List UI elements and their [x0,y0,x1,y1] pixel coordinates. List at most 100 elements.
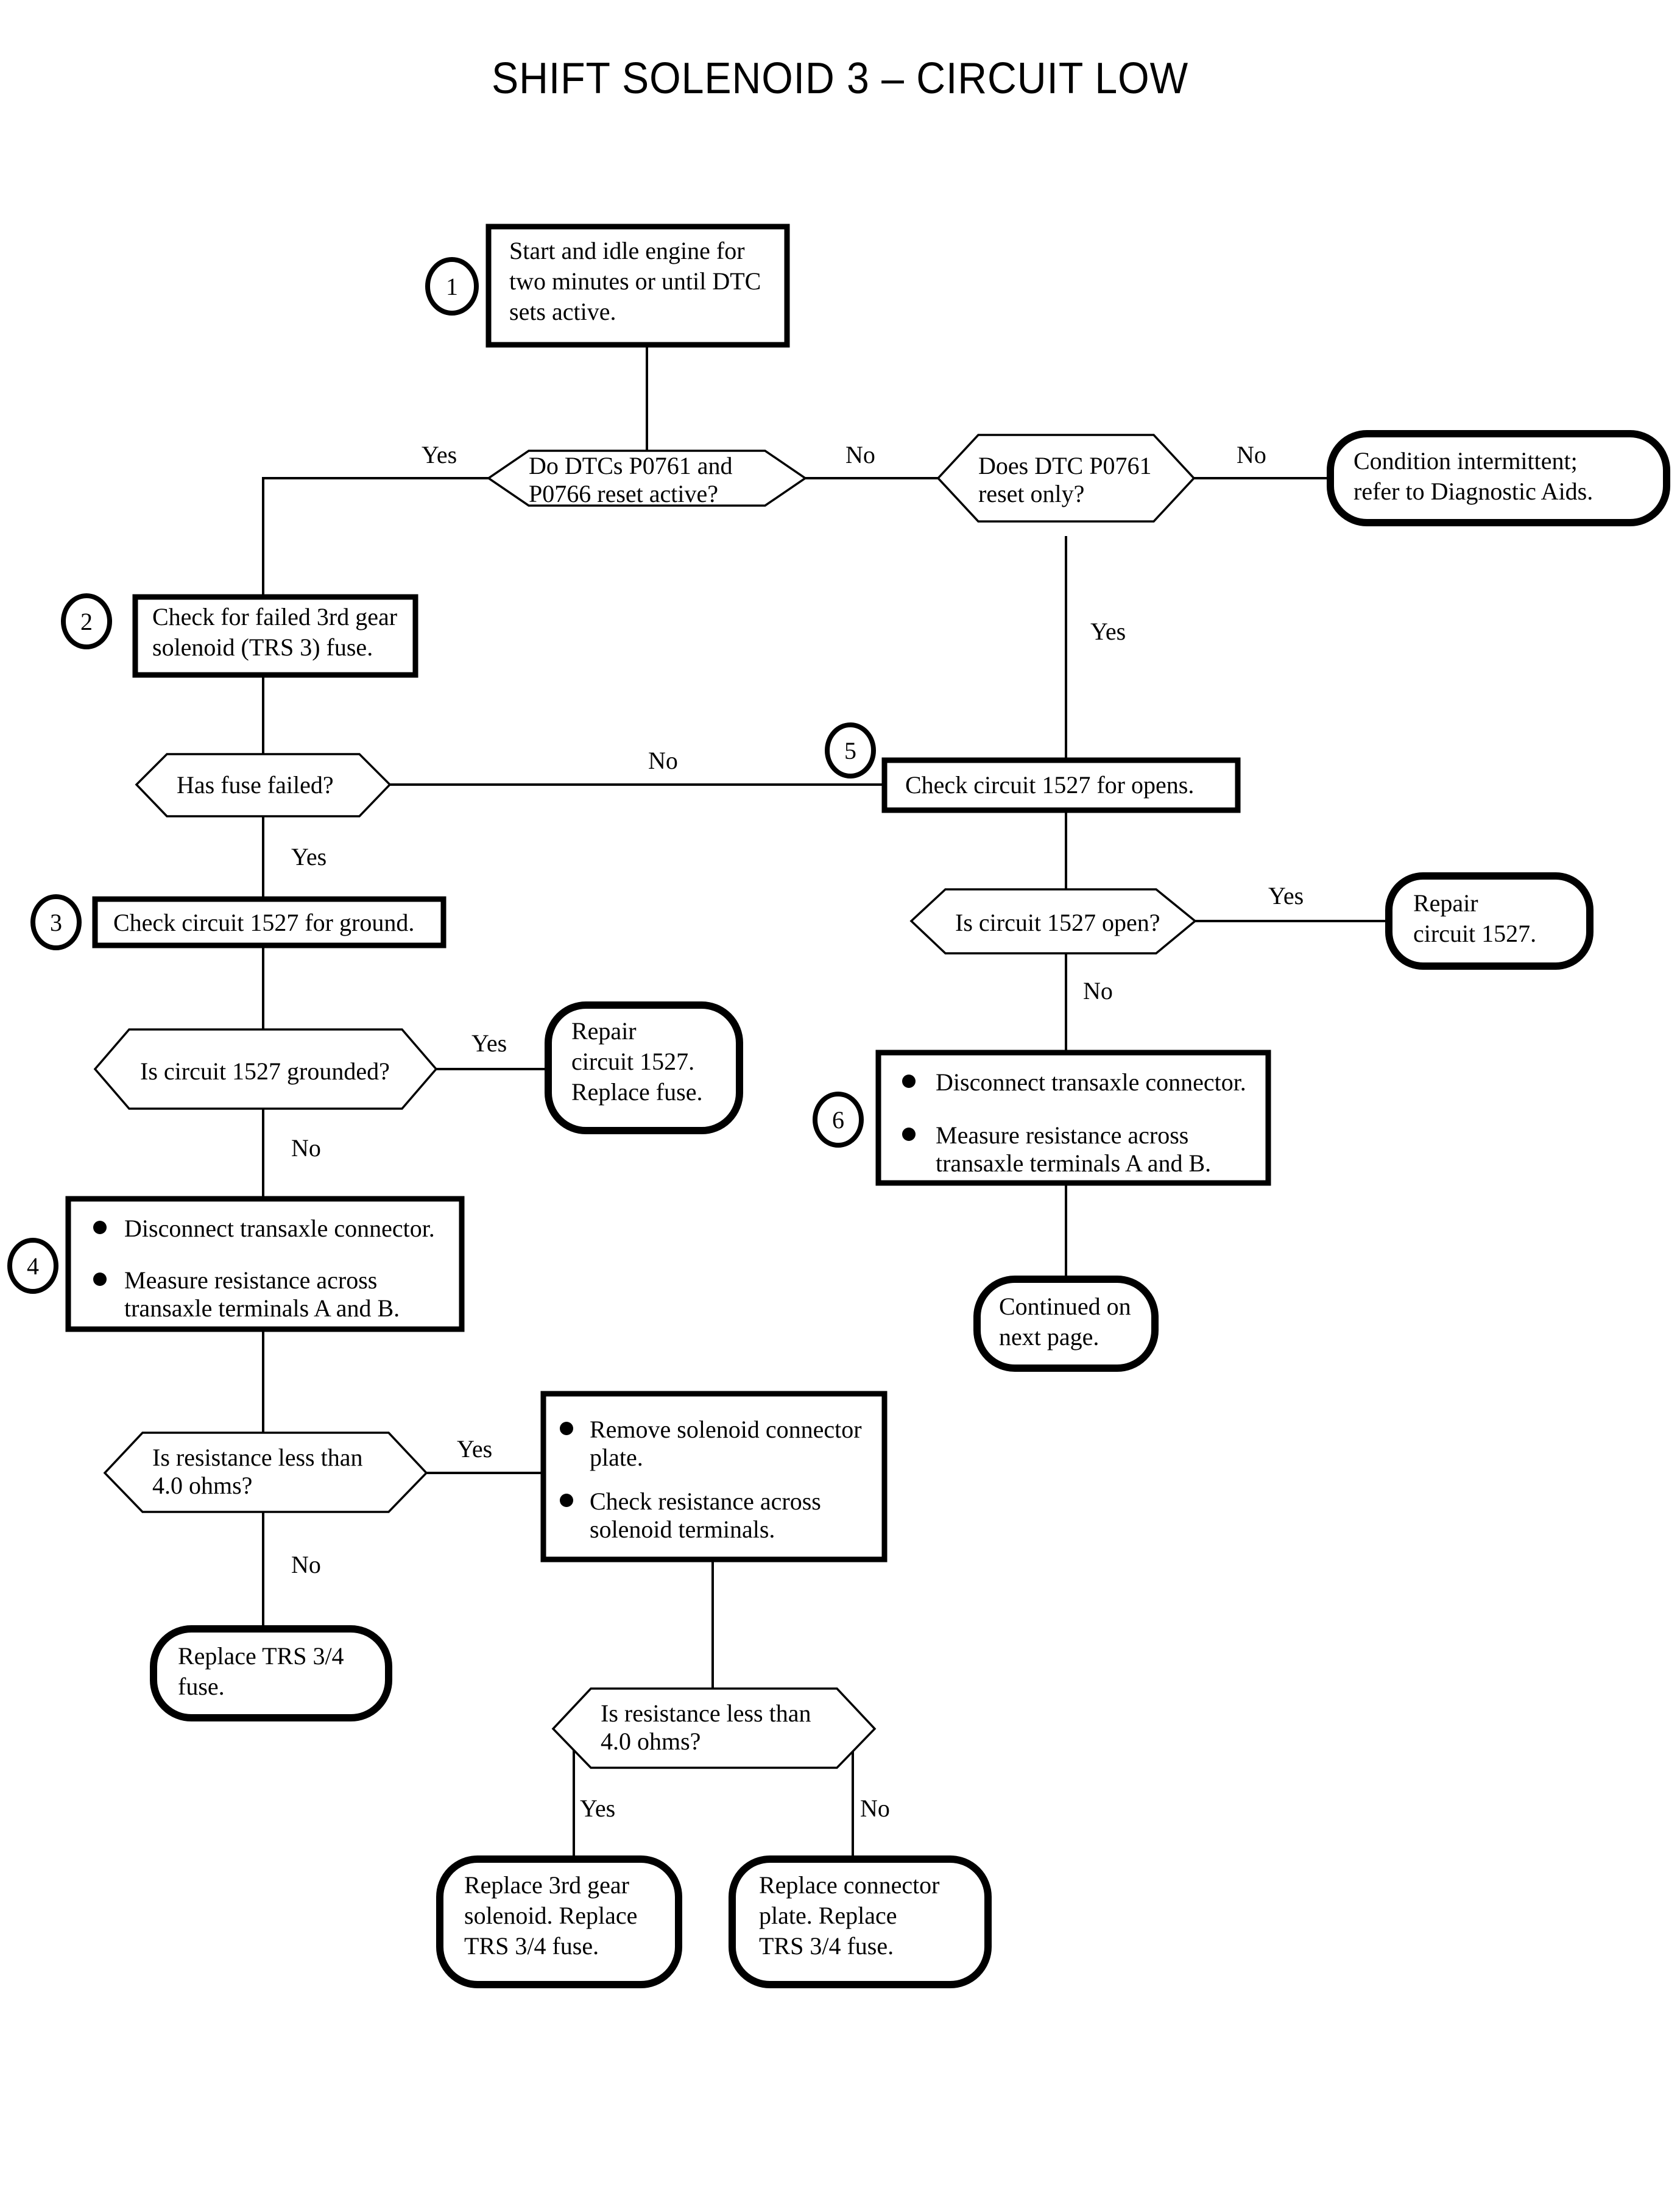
terminal-3-line-2: circuit 1527. [571,1048,694,1075]
decision-5-line-1: Is circuit 1527 grounded? [140,1057,390,1085]
terminal-6-line-2: solenoid. Replace [464,1902,637,1929]
process-box-3[interactable] [92,896,446,948]
page-title: SHIFT SOLENOID 3 – CIRCUIT LOW [491,54,1189,103]
node-4-bullet-2-line-1: Measure resistance across [124,1266,377,1294]
decision-hex-3[interactable] [135,753,392,817]
node-terminal-repair-replace-fuse[interactable]: Repair circuit 1527. Replace fuse. [545,1001,743,1134]
node-step-3[interactable]: Check circuit 1527 for ground. 3 [30,894,446,950]
process-box-7[interactable] [540,1391,888,1562]
step-marker-4 [7,1238,58,1294]
terminal-3-line-3: Replace fuse. [571,1078,702,1106]
edge-label-yes-5: Yes [471,1029,507,1057]
step-marker-1 [425,257,479,316]
decision-1-line-1: Do DTCs P0761 and [529,452,732,479]
edge-label-no-7: No [860,1795,890,1822]
bullet-icon [902,1128,916,1141]
decision-hex-1[interactable] [486,450,808,507]
edge-label-no-6: No [291,1551,321,1578]
terminal-3-line-1: Repair [571,1017,637,1045]
bullet-icon [93,1273,107,1286]
node-terminal-replace-fuse[interactable]: Replace TRS 3/4 fuse. [150,1625,392,1721]
terminal-box-7[interactable] [729,1855,992,1988]
node-terminal-condition-intermittent[interactable]: Condition intermittent; refer to Diagnos… [1327,430,1670,526]
decision-hex-4[interactable] [909,888,1197,955]
node-terminal-continued[interactable]: Continued on next page. [973,1276,1159,1372]
node-step-5[interactable]: Check circuit 1527 for opens. 5 [825,722,1241,813]
step-number-2: 2 [80,608,93,635]
decision-2-line-2: reset only? [978,480,1084,507]
decision-hex-7[interactable] [551,1687,877,1769]
terminal-4-line-1: Continued on [999,1293,1131,1320]
node-step-4[interactable]: Disconnect transaxle connector. Measure … [7,1196,465,1332]
terminal-5-line-1: Replace TRS 3/4 [178,1642,344,1670]
process-box-5[interactable] [881,757,1241,813]
edge-label-yes-3: Yes [291,843,326,870]
terminal-4-line-2: next page. [999,1323,1099,1350]
node-7-bullet-1-line-1: Remove solenoid connector [590,1416,862,1443]
decision-7-line-2: 4.0 ohms? [601,1728,701,1755]
node-decision-has-fuse-failed[interactable]: Has fuse failed? [135,753,392,817]
decision-hex-6[interactable] [103,1432,428,1513]
node-decision-circuit-grounded[interactable]: Is circuit 1527 grounded? [93,1028,438,1110]
node-1-line-2: two minutes or until DTC [509,267,761,295]
node-1-line-3: sets active. [509,298,616,325]
terminal-box-6[interactable] [436,1855,682,1988]
decision-3-line-1: Has fuse failed? [177,771,334,799]
terminal-box-3[interactable] [545,1001,743,1134]
decision-4-line-1: Is circuit 1527 open? [955,909,1160,936]
node-terminal-repair-circuit[interactable]: Repair circuit 1527. [1385,872,1594,970]
decision-hex-5[interactable] [93,1028,438,1110]
bullet-icon [560,1494,573,1507]
node-decision-resistance-1[interactable]: Is resistance less than 4.0 ohms? [103,1432,428,1513]
node-step-2[interactable]: Check for failed 3rd gear solenoid (TRS … [61,593,418,678]
edge-label-no-3: No [648,747,678,774]
process-box-4[interactable] [65,1196,465,1332]
terminal-7-line-3: TRS 3/4 fuse. [759,1932,894,1960]
node-step-6[interactable]: Disconnect transaxle connector. Measure … [813,1050,1271,1186]
step-marker-5 [825,722,876,778]
node-decision-dtc-reset-active[interactable]: Do DTCs P0761 and P0766 reset active? [486,450,808,507]
edge-label-yes-1: Yes [422,441,457,468]
terminal-1-line-2: refer to Diagnostic Aids. [1354,478,1593,505]
step-number-4: 4 [27,1252,39,1280]
node-7-bullet-2-line-2: solenoid terminals. [590,1516,775,1543]
node-remove-connector-plate[interactable]: Remove solenoid connector plate. Check r… [540,1391,888,1562]
edge-label-yes-7: Yes [580,1795,615,1822]
decision-2-line-1: Does DTC P0761 [978,452,1151,479]
node-decision-circuit-open[interactable]: Is circuit 1527 open? [909,888,1197,955]
terminal-5-line-2: fuse. [178,1673,225,1700]
process-box-1[interactable] [485,224,790,348]
decision-hex-2[interactable] [936,434,1196,523]
terminal-2-line-1: Repair [1413,889,1478,917]
step-number-6: 6 [832,1106,844,1134]
step-number-1: 1 [446,273,458,300]
node-step-1[interactable]: Start and idle engine for two minutes or… [425,224,790,348]
bullet-icon [902,1075,916,1088]
node-1-line-1: Start and idle engine for [509,237,745,264]
edge-label-no-4: No [1083,977,1113,1004]
terminal-box-2[interactable] [1385,872,1594,970]
node-4-bullet-2-line-2: transaxle terminals A and B. [124,1294,400,1322]
terminal-7-line-1: Replace connector [759,1871,940,1899]
step-number-3: 3 [50,909,62,936]
terminal-box-1[interactable] [1327,430,1670,526]
terminal-2-line-2: circuit 1527. [1413,920,1536,947]
node-decision-dtc-reset-only[interactable]: Does DTC P0761 reset only? [936,434,1196,523]
terminal-box-4[interactable] [973,1276,1159,1372]
node-terminal-replace-solenoid[interactable]: Replace 3rd gear solenoid. Replace TRS 3… [436,1855,682,1988]
edge-d1-n2 [262,477,489,597]
step-marker-3 [30,894,82,950]
bullet-icon [560,1422,573,1435]
node-terminal-replace-plate[interactable]: Replace connector plate. Replace TRS 3/4… [729,1855,992,1988]
edge-label-no-5: No [291,1134,321,1162]
decision-6-line-1: Is resistance less than [152,1444,362,1471]
process-box-6[interactable] [875,1050,1271,1186]
node-decision-resistance-2[interactable]: Is resistance less than 4.0 ohms? [551,1687,877,1769]
process-box-2[interactable] [132,594,418,678]
terminal-box-5[interactable] [150,1625,392,1721]
step-marker-6 [813,1092,864,1148]
node-6-bullet-2-line-2: transaxle terminals A and B. [936,1149,1211,1177]
node-2-line-1: Check for failed 3rd gear [152,603,397,630]
